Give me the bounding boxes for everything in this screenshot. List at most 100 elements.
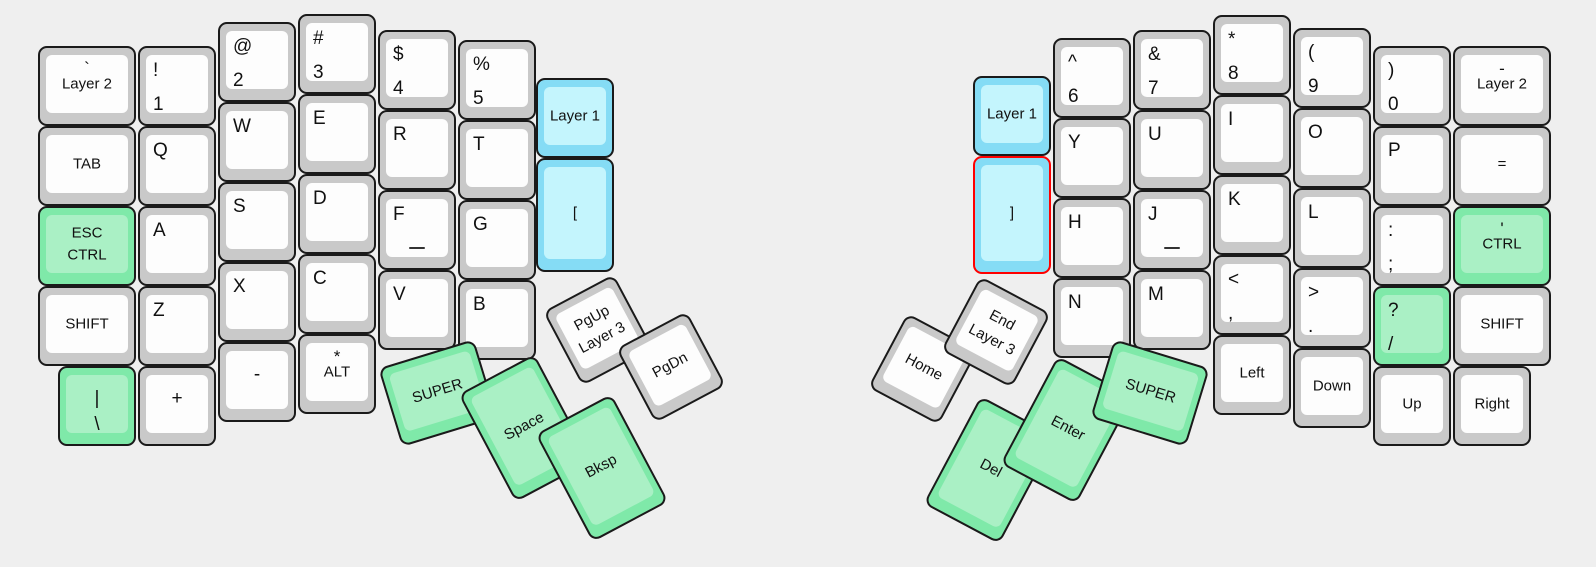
key-minus-left[interactable]: - (218, 342, 296, 422)
key-legend-base: 8 (1228, 63, 1239, 84)
key-legend-main: Z (153, 300, 165, 321)
key-3[interactable]: # 3 (298, 14, 376, 94)
key-0[interactable]: ) 0 (1373, 46, 1451, 126)
key-5[interactable]: % 5 (458, 40, 536, 120)
key-comma[interactable]: < , (1213, 255, 1291, 335)
key-f[interactable]: F (378, 190, 456, 270)
key-semicolon[interactable]: : ; (1373, 206, 1451, 286)
key-x[interactable]: X (218, 262, 296, 342)
key-t[interactable]: T (458, 120, 536, 200)
key-pipe-backslash[interactable]: | \ (58, 366, 136, 446)
keycap: ^ 6 (1061, 47, 1123, 106)
key-p[interactable]: P (1373, 126, 1451, 206)
key-legend-shift: $ (393, 44, 404, 65)
key-9[interactable]: ( 9 (1293, 28, 1371, 108)
keycap: SHIFT (46, 295, 128, 353)
key-slash[interactable]: ? / (1373, 286, 1451, 366)
key-o[interactable]: O (1293, 108, 1371, 188)
key-6[interactable]: ^ 6 (1053, 38, 1131, 118)
keycap: * ALT (306, 343, 368, 401)
key-legend-main: SUPER (1123, 375, 1178, 407)
key-i[interactable]: I (1213, 95, 1291, 175)
key-up-arrow[interactable]: Up (1373, 366, 1451, 446)
key-legend-main: [ (572, 204, 578, 222)
key-quote-ctrl[interactable]: ' CTRL (1453, 206, 1551, 286)
keycap: | \ (66, 375, 128, 435)
key-legend-main: B (473, 294, 486, 315)
key-h[interactable]: H (1053, 198, 1131, 278)
key-tab[interactable]: TAB (38, 126, 136, 206)
key-e[interactable]: E (298, 94, 376, 174)
key-a[interactable]: A (138, 206, 216, 286)
key-layer1-right[interactable]: Layer 1 (973, 76, 1051, 156)
key-g[interactable]: G (458, 200, 536, 280)
keycap: R (386, 119, 448, 177)
key-l[interactable]: L (1293, 188, 1371, 268)
keycap: Up (1381, 375, 1443, 433)
keycap: % 5 (466, 49, 528, 108)
key-d[interactable]: D (298, 174, 376, 254)
key-legend-shift: ! (153, 60, 159, 81)
key-legend-main: ALT (323, 363, 351, 381)
key-r[interactable]: R (378, 110, 456, 190)
key-legend-shift: * (1228, 29, 1236, 50)
key-z[interactable]: Z (138, 286, 216, 366)
key-layer2-left[interactable]: ` Layer 2 (38, 46, 136, 126)
key-v[interactable]: V (378, 270, 456, 350)
key-s[interactable]: S (218, 182, 296, 262)
key-legend-main: W (233, 116, 251, 137)
key-7[interactable]: & 7 (1133, 30, 1211, 110)
key-legend-main: V (393, 284, 406, 305)
key-4[interactable]: $ 4 (378, 30, 456, 110)
key-legend-main: = (1497, 155, 1507, 173)
keycap: ` Layer 2 (46, 55, 128, 113)
key-legend-shift: | (94, 388, 100, 409)
keycap: ] (981, 165, 1043, 261)
key-bracket-right[interactable]: ] (973, 156, 1051, 274)
key-period[interactable]: > . (1293, 268, 1371, 348)
key-w[interactable]: W (218, 102, 296, 182)
key-legend-main: Up (1402, 395, 1422, 413)
keycap: SUPER (1101, 350, 1200, 433)
key-layer1-left[interactable]: Layer 1 (536, 78, 614, 158)
key-legend-shift: < (1228, 269, 1240, 290)
keycap: T (466, 129, 528, 187)
key-shift-left[interactable]: SHIFT (38, 286, 136, 366)
keycap: = (1461, 135, 1543, 193)
key-j[interactable]: J (1133, 190, 1211, 270)
key-bracket-left[interactable]: [ (536, 158, 614, 272)
key-layer2-right[interactable]: - Layer 2 (1453, 46, 1551, 126)
key-y[interactable]: Y (1053, 118, 1131, 198)
key-plus[interactable]: + (138, 366, 216, 446)
key-legend-shift: ( (1308, 42, 1315, 63)
key-1[interactable]: ! 1 (138, 46, 216, 126)
keycap: Q (146, 135, 208, 193)
key-alt[interactable]: * ALT (298, 334, 376, 414)
key-down-arrow[interactable]: Down (1293, 348, 1371, 428)
keycap: - (226, 351, 288, 409)
keycap: J (1141, 199, 1203, 257)
key-right-arrow[interactable]: Right (1453, 366, 1531, 446)
homing-bar-icon (409, 247, 425, 249)
key-k[interactable]: K (1213, 175, 1291, 255)
key-legend-base: 9 (1308, 76, 1319, 97)
key-left-arrow[interactable]: Left (1213, 335, 1291, 415)
key-legend-base: , (1228, 303, 1234, 324)
key-b[interactable]: B (458, 280, 536, 360)
key-equals[interactable]: = (1453, 126, 1551, 206)
key-legend-shift: # (313, 28, 324, 49)
key-legend-main: C (313, 268, 327, 289)
keycap: E (306, 103, 368, 161)
keycap: Bksp (546, 405, 656, 527)
key-legend-base: \ (94, 414, 100, 435)
key-2[interactable]: @ 2 (218, 22, 296, 102)
key-m[interactable]: M (1133, 270, 1211, 350)
key-u[interactable]: U (1133, 110, 1211, 190)
key-q[interactable]: Q (138, 126, 216, 206)
key-c[interactable]: C (298, 254, 376, 334)
key-legend-base: 3 (313, 62, 324, 83)
key-shift-right[interactable]: SHIFT (1453, 286, 1551, 366)
key-8[interactable]: * 8 (1213, 15, 1291, 95)
